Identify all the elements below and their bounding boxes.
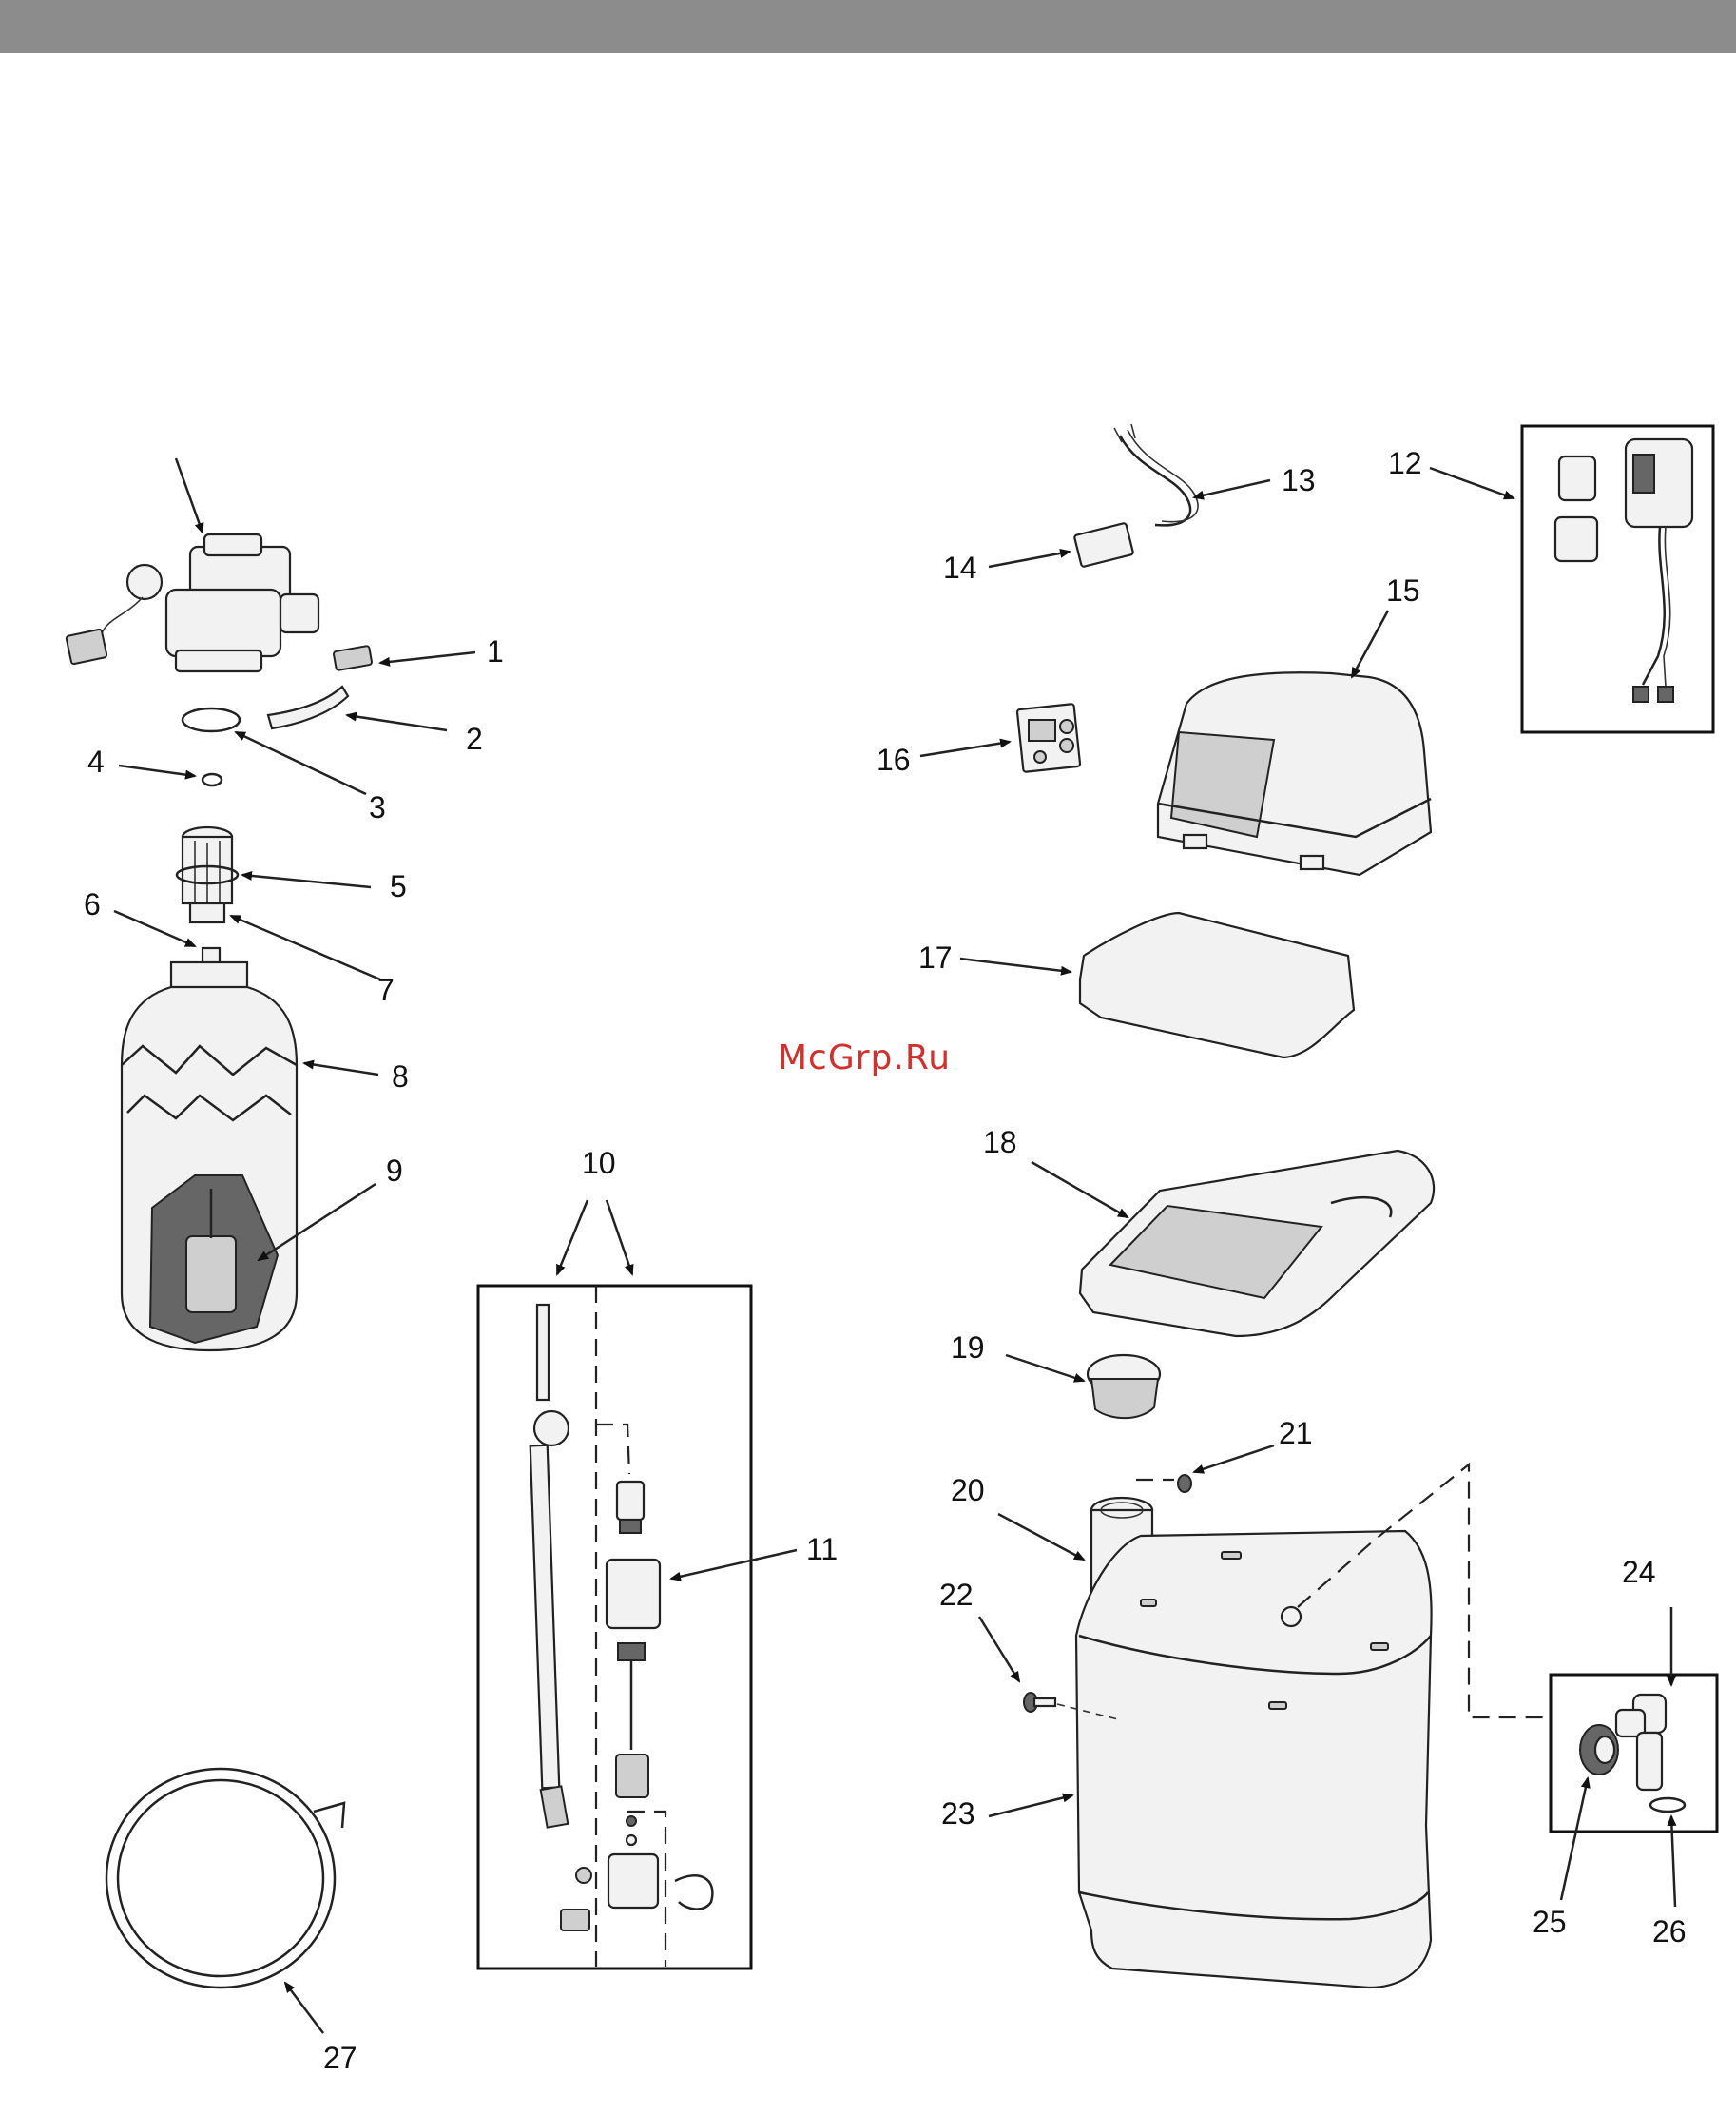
control-valve [66, 534, 318, 671]
leader-17 [960, 959, 1071, 972]
callout-12: 12 [1388, 446, 1422, 480]
leader-18 [1032, 1162, 1128, 1217]
callout-9: 9 [386, 1154, 403, 1188]
leader-14 [989, 552, 1070, 567]
leader-3 [236, 732, 366, 794]
leader-5 [242, 875, 371, 887]
callout-11: 11 [806, 1532, 838, 1566]
leader-25 [1561, 1778, 1588, 1900]
leader-19 [1006, 1355, 1084, 1381]
part-14-circuit-board [1074, 523, 1134, 568]
callout-21: 21 [1279, 1416, 1313, 1450]
part-27-tubing-coil [106, 1769, 344, 1988]
callout-25: 25 [1533, 1905, 1567, 1939]
callout-10: 10 [582, 1146, 616, 1180]
part-11-brine-valve-assembly [561, 1482, 712, 1930]
part-3-o-ring [183, 708, 240, 731]
callout-23: 23 [941, 1796, 975, 1831]
part-12-power-adapter [1555, 439, 1692, 702]
callout-5: 5 [390, 869, 407, 903]
leader-valve [176, 458, 203, 533]
leader-10a [557, 1200, 588, 1274]
part-23-salt-tank [1076, 1531, 1432, 1988]
callout-13: 13 [1282, 463, 1316, 497]
leader-2 [347, 715, 447, 730]
callout-6: 6 [84, 887, 101, 921]
leader-10b [607, 1200, 632, 1274]
callout-2: 2 [466, 722, 483, 756]
callout-27: 27 [323, 2041, 357, 2075]
part-16-control-board [1017, 704, 1081, 772]
part-4-small-o-ring [203, 774, 222, 785]
callout-20: 20 [951, 1473, 985, 1507]
leader-20 [998, 1514, 1084, 1560]
part-18-tray [1080, 1151, 1434, 1336]
callout-22: 22 [939, 1578, 974, 1612]
leader-15 [1352, 611, 1388, 677]
callout-24: 24 [1622, 1555, 1656, 1589]
part-13-wire-harness [1114, 424, 1198, 525]
leader-27 [285, 1983, 323, 2033]
leader-26 [1671, 1816, 1675, 1907]
callout-15: 15 [1386, 573, 1420, 608]
callout-19: 19 [951, 1330, 985, 1365]
part-24-elbow-fitting [1616, 1695, 1666, 1790]
leader-8 [304, 1063, 378, 1075]
callout-4: 4 [87, 745, 105, 779]
callout-18: 18 [983, 1125, 1017, 1159]
part-19-brine-well-cap [1088, 1355, 1160, 1418]
callout-1: 1 [487, 634, 504, 669]
part-26-clamp-ring [1650, 1798, 1685, 1812]
leader-16 [920, 742, 1010, 756]
part-21-plug [1178, 1475, 1191, 1492]
leader-13 [1194, 480, 1270, 497]
brine-pickup-tube [530, 1305, 591, 1883]
callout-17: 17 [918, 941, 953, 975]
callout-26: 26 [1652, 1914, 1687, 1949]
leader-1 [380, 652, 475, 663]
leader-6 [114, 911, 195, 946]
callout-14: 14 [943, 551, 977, 585]
leader-4 [119, 766, 195, 776]
leader-22 [979, 1617, 1019, 1681]
part-15-cover [1158, 672, 1431, 875]
callout-16: 16 [877, 743, 911, 777]
part-1-clip [334, 646, 373, 670]
watermark: McGrp.Ru [778, 1038, 951, 1077]
leader-21 [1194, 1445, 1274, 1472]
leader-7 [231, 916, 380, 979]
callout-3: 3 [369, 790, 386, 824]
callout-7: 7 [377, 973, 395, 1007]
callout-8: 8 [392, 1059, 409, 1094]
leader-11 [671, 1550, 797, 1579]
part-5-distributor-basket [177, 827, 238, 922]
part-22-screw [1024, 1693, 1055, 1712]
leader-12 [1430, 468, 1514, 498]
part-2-clamp [268, 687, 348, 728]
part-17-salt-lid [1080, 913, 1354, 1057]
part-25-grommet [1580, 1725, 1618, 1775]
leader-23 [989, 1795, 1072, 1816]
